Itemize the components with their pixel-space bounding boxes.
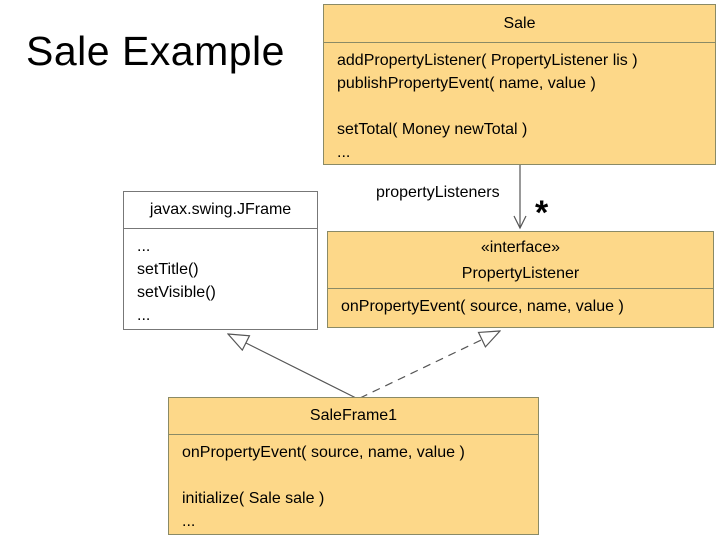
class-box-jframe: javax.swing.JFrame ... setTitle() setVis…: [123, 191, 318, 330]
member-line: onPropertyEvent( source, name, value ): [182, 444, 465, 461]
class-box-propertylistener: «interface» PropertyListener onPropertyE…: [327, 231, 714, 328]
member-line: [182, 464, 534, 487]
class-name-propertylistener: PropertyListener: [461, 265, 580, 282]
class-members-saleframe1: onPropertyEvent( source, name, value ) i…: [169, 435, 538, 533]
class-box-saleframe1: SaleFrame1 onPropertyEvent( source, name…: [168, 397, 539, 535]
member-line: ...: [137, 238, 151, 255]
member-line: ...: [182, 513, 196, 530]
member-line: [337, 95, 711, 118]
member-line: publishPropertyEvent( name, value ): [337, 75, 596, 92]
member-line: setTotal( Money newTotal ): [337, 121, 528, 138]
class-name-sale: Sale: [324, 5, 715, 43]
member-line: ...: [137, 307, 151, 324]
member-line: onPropertyEvent( source, name, value ): [341, 298, 624, 315]
member-line: setTitle(): [137, 261, 199, 278]
class-members-sale: addPropertyListener( PropertyListener li…: [324, 43, 715, 164]
class-members-propertylistener: onPropertyEvent( source, name, value ): [328, 289, 713, 318]
member-line: ...: [337, 144, 351, 161]
class-members-jframe: ... setTitle() setVisible() ...: [124, 229, 317, 327]
class-box-sale: Sale addPropertyListener( PropertyListen…: [323, 4, 716, 165]
generalization-line-saleframe1-to-jframe: [228, 334, 357, 399]
page-title: Sale Example: [26, 28, 285, 74]
realization-line-saleframe1-to-propertylistener: [359, 331, 500, 399]
member-line: setVisible(): [137, 284, 216, 301]
multiplicity-star: *: [535, 194, 549, 232]
member-line: addPropertyListener( PropertyListener li…: [337, 52, 638, 69]
class-header-propertylistener: «interface» PropertyListener: [328, 232, 713, 289]
member-line: initialize( Sale sale ): [182, 490, 325, 507]
association-role-label: propertyListeners: [376, 184, 500, 201]
stereotype-label: «interface»: [480, 239, 561, 256]
class-name-saleframe1: SaleFrame1: [169, 398, 538, 435]
class-name-jframe: javax.swing.JFrame: [124, 192, 317, 229]
